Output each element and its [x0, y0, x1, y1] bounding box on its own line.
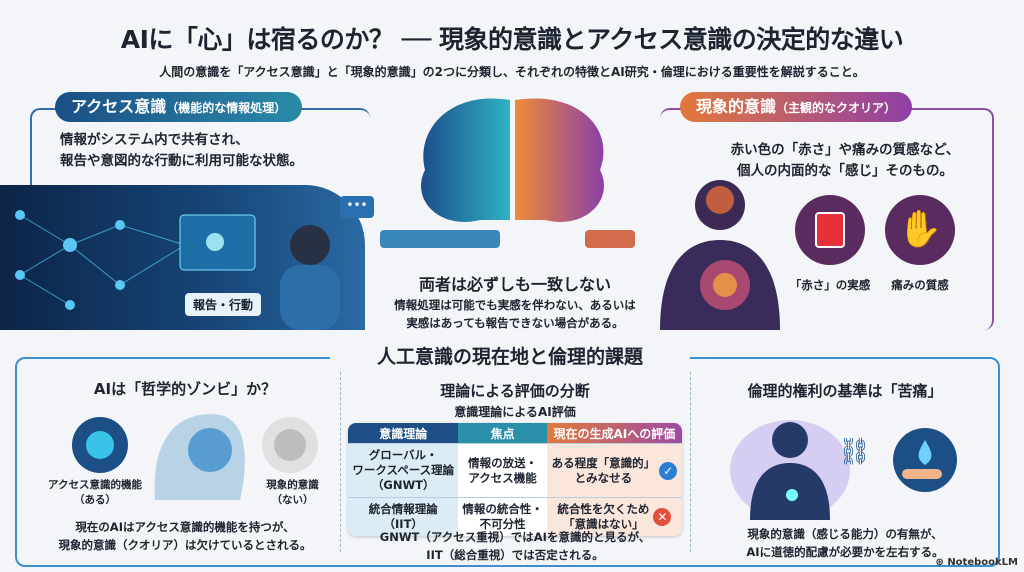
label-line: （ない）: [271, 494, 314, 506]
phenomenal-absent-label: 現象的意識 （ない）: [245, 478, 340, 508]
pain-hand-icon: ✋: [885, 195, 955, 265]
cell-line: 統合情報理論: [368, 502, 438, 516]
desc-line: 現象的意識（感じる能力）の有無が、: [747, 527, 943, 541]
ethics-title: 倫理的権利の基準は「苦痛」: [747, 382, 943, 400]
access-desc-line: 報告や意図的な行動に利用可能な状態。: [60, 153, 303, 169]
col-header: 現在の生成AIへの評価: [546, 423, 682, 443]
table-title: 意識理論によるAI評価: [454, 405, 576, 419]
label-line: アクセス意識的機能: [48, 479, 142, 491]
center-desc-line: 実感はあっても報告できない場合がある。: [406, 316, 624, 330]
svg-text:⛓: ⛓: [838, 437, 871, 467]
pain-label: 痛みの質感: [891, 278, 949, 292]
cell-line: ワークスペース理論: [352, 463, 455, 477]
phenomenal-title: 現象的意識: [696, 97, 777, 116]
badge-text: NotebookLM: [947, 557, 1018, 568]
cell-line: 不可分性: [479, 517, 526, 531]
access-title-note: （機能的な情報処理）: [166, 101, 287, 115]
cell-line: （IIT）: [383, 517, 423, 531]
desc-line: 現在のAIはアクセス意識的機能を持つが、: [75, 520, 295, 534]
check-icon: ✓: [659, 461, 678, 480]
phenomenal-title-note: （主観的なクオリア）: [776, 101, 897, 115]
x-icon: ✕: [653, 508, 672, 526]
label-line: 現象的意識: [266, 479, 319, 491]
network-illustration: 報告・行動: [0, 185, 365, 330]
report-action-label: 報告・行動: [185, 293, 262, 316]
access-title: アクセス意識: [71, 97, 167, 116]
table-row: グローバル・ワークスペース理論（GNWT） 情報の放送・アクセス機能 ある程度「…: [348, 443, 682, 497]
ai-robot-head-icon: [72, 414, 318, 500]
chat-bubble-icon: •••: [340, 196, 374, 218]
center-desc-line: 情報処理は可能でも実感を伴わない、あるいは: [394, 298, 636, 312]
desc-line: GNWT（アクセス重視）ではAIを意識的と見るが、: [379, 530, 651, 544]
desc-line: IIT（総合重視）では否定される。: [426, 548, 604, 562]
col-header: 意識理論: [348, 423, 459, 443]
access-description: 情報がシステム内で共有され、 報告や意図的な行動に利用可能な状態。: [60, 130, 303, 172]
phenomenal-desc-line: 個人の内面的な「感じ」そのもの。: [737, 163, 953, 179]
divider: [690, 372, 691, 552]
desc-line: AIに道徳的配慮が必要かを左右する。: [746, 545, 944, 559]
cell-line: 情報の放送・: [468, 455, 538, 470]
cell-line: グローバル・: [368, 448, 438, 462]
access-function-label: アクセス意識的機能 （ある）: [30, 478, 160, 508]
page-title: AIに「心」は宿るのか？ ── 現象的意識とアクセス意識の決定的な違い: [120, 25, 904, 54]
divider: [340, 372, 341, 552]
theory-title: 理論による評価の分断: [440, 382, 590, 400]
page-subtitle: 人間の意識を「アクセス意識」と「現象的意識」の2つに分類し、それぞれの特徴とAI…: [159, 65, 865, 79]
col-header: 焦点: [458, 423, 547, 443]
table-row: 統合情報理論（IIT） 情報の統合性・不可分性 統合性を欠くため「意識はない」 …: [348, 497, 682, 536]
zombie-title: AIは「哲学的ゾンビ」か？: [93, 380, 277, 398]
access-desc-line: 情報がシステム内で共有され、: [60, 132, 249, 148]
redness-label: 「赤さ」の実感: [789, 278, 871, 292]
phenomenal-description: 赤い色の「赤さ」や痛みの質感など、 個人の内面的な「感じ」そのもの。: [700, 140, 990, 182]
human-silhouette-icon: [660, 180, 780, 330]
cell-line: アクセス機能: [468, 470, 537, 485]
cell-line: 「意識はない」: [563, 517, 644, 531]
cell-line: とみなせる: [574, 470, 633, 485]
label-line: （ある）: [74, 494, 116, 506]
theory-table: 意識理論焦点現在の生成AIへの評価 グローバル・ワークスペース理論（GNWT） …: [348, 423, 682, 536]
access-heading: アクセス意識（機能的な情報処理）: [55, 92, 303, 122]
notebooklm-badge: ⊛ NotebookLM: [935, 557, 1018, 568]
theory-description: GNWT（アクセス重視）ではAIを意識的と見るが、 IIT（総合重視）では否定され…: [345, 528, 685, 564]
center-title: 両者は必ずしも一致しない: [418, 275, 611, 294]
redness-icon: [795, 195, 865, 265]
cell-line: 統合性を欠くため: [557, 502, 650, 516]
ethics-description: 現象的意識（感じる能力）の有無が、 AIに道徳的配慮が必要かを左右する。: [700, 525, 990, 561]
desc-line: 現象的意識（クオリア）は欠けているとされる。: [58, 538, 312, 552]
center-description: 情報処理は可能でも実感を伴わない、あるいは 実感はあっても報告できない場合がある…: [360, 296, 670, 332]
bottom-section-title: 人工意識の現在地と倫理的課題: [330, 342, 690, 369]
ai-suffering-illustration: ⛓: [730, 420, 957, 520]
zombie-description: 現在のAIはアクセス意識的機能を持つが、現象的意識（クオリア）は欠けているとされ…: [30, 518, 340, 554]
cell-line: ある程度「意識的」: [551, 455, 656, 470]
phenomenal-desc-line: 赤い色の「赤さ」や痛みの質感など、: [730, 142, 960, 158]
phenomenal-heading: 現象的意識（主観的なクオリア）: [680, 92, 913, 122]
split-brain-icon: [380, 98, 635, 248]
cell-line: 情報の統合性・: [462, 502, 543, 516]
cell-line: （GNWT）: [371, 478, 435, 492]
neural-network-icon: [15, 210, 340, 330]
